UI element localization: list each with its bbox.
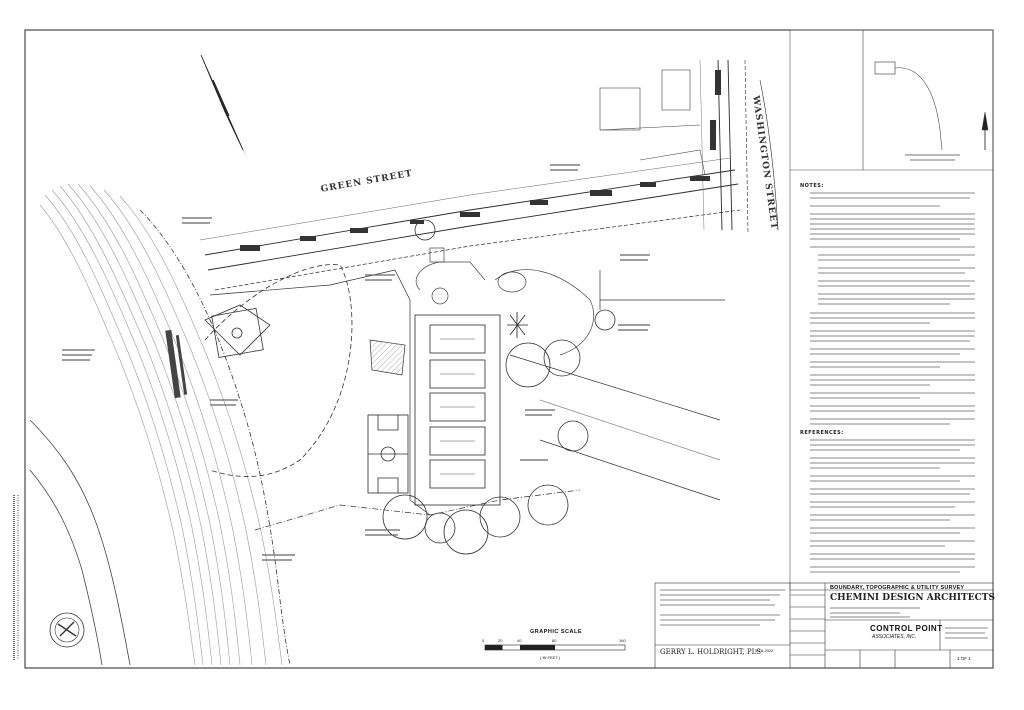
title-block-fine-text (660, 589, 988, 639)
surveyor-seal (49, 612, 85, 648)
graphic-scale-ticks: 0 20 40 80 160 (482, 638, 632, 644)
notes-heading: NOTES: (800, 183, 824, 189)
right-notes-frame (789, 29, 994, 591)
scale-tick: 160 (619, 638, 626, 643)
shade-pavilion (369, 339, 406, 376)
title-block (654, 582, 994, 669)
notes-text-lines (810, 192, 975, 573)
survey-title: BOUNDARY, TOPOGRAPHIC & UTILITY SURVEY (830, 585, 965, 591)
scale-tick: 20 (498, 638, 503, 643)
graphic-scale-bar (484, 644, 626, 651)
references-heading: REFERENCES: (800, 430, 844, 436)
building-outlines (599, 69, 706, 176)
firm-name: CONTROL POINT (870, 624, 943, 633)
lot-labels (62, 164, 650, 561)
graphic-scale-units: ( IN FEET ) (540, 655, 561, 660)
firm-subtitle: ASSOCIATES, INC. (872, 634, 917, 640)
left-margin-stamp (13, 495, 19, 660)
basketball-court (367, 414, 409, 494)
client-name: CHEMINI DESIGN ARCHITECTS (830, 593, 995, 603)
north-arrow (200, 54, 247, 158)
scale-tick: 40 (517, 638, 522, 643)
scale-tick: 0 (482, 638, 485, 643)
riverbank-lines (29, 209, 291, 666)
sheet-number: 1 OF 1 (957, 656, 971, 661)
locus-map (874, 61, 989, 161)
green-street-row (199, 157, 741, 291)
property-lines (209, 269, 725, 531)
utility-annotations (240, 70, 721, 251)
survey-date: 5-18-2022 (755, 648, 774, 653)
trees (382, 219, 616, 555)
scale-tick: 80 (552, 638, 557, 643)
tennis-courts (414, 314, 501, 506)
paths-and-loops (415, 247, 595, 356)
graphic-scale-label: GRAPHIC SCALE (530, 629, 583, 635)
contour-lines (39, 183, 283, 666)
surveyor-name: GERRY L. HOLDRIGHT, PLS (660, 648, 762, 656)
baseball-field (204, 264, 353, 477)
bleachers (165, 329, 188, 399)
palm-shrub (507, 312, 528, 338)
